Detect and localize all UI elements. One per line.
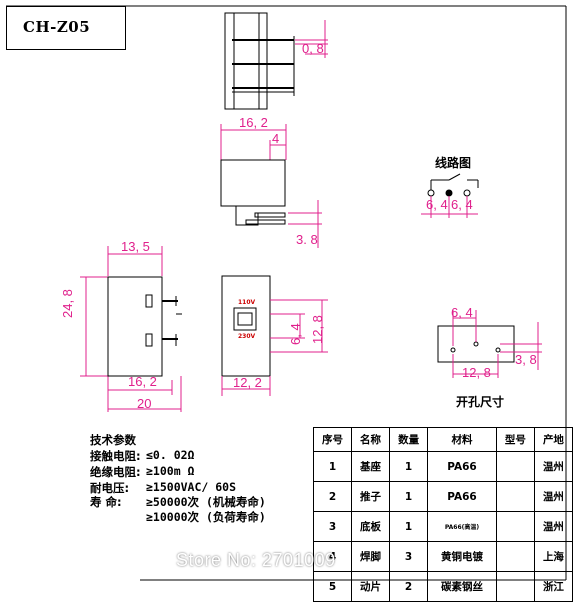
bom-cell: 1: [312, 451, 353, 482]
technical-drawing: [6, 5, 567, 581]
dim-left-width-top: 13, 5: [121, 239, 150, 254]
dim-left-width-bottom: 16, 2: [128, 374, 157, 389]
spec-insulation-value: ≥100m Ω: [146, 464, 195, 478]
spec-life-value-1: ≥50000次 (机械寿命): [146, 495, 266, 509]
dim-front-width: 12, 2: [233, 375, 262, 390]
store-watermark: Store No: 2701009: [176, 550, 336, 570]
bom-header-origin: 产地: [533, 427, 574, 452]
table-row: 3 底板 1 PA66(高温) 温州: [312, 511, 574, 542]
spec-contact-value: ≤0. 02Ω: [146, 448, 195, 462]
bom-cell: 温州: [533, 481, 574, 512]
bom-cell: 基座: [351, 451, 391, 482]
bom-cell: 1: [389, 451, 429, 482]
bom-cell: 底板: [351, 511, 391, 542]
bom-cell: 温州: [533, 511, 574, 542]
bom-cell: PA66(高温): [427, 511, 497, 542]
bom-cell: PA66: [427, 481, 497, 512]
bom-cell: 5: [312, 571, 353, 602]
bom-cell: 2: [389, 571, 429, 602]
bom-cell: 温州: [533, 451, 574, 482]
voltage-230v-label: 230V: [238, 333, 256, 340]
bom-cell: [495, 541, 535, 572]
bom-header-row: 序号 名称 数量 材料 型号 产地: [312, 427, 574, 452]
spec-voltage-label: 耐电压:: [90, 481, 130, 495]
table-row: 5 动片 2 碳素钢丝 浙江: [312, 571, 574, 602]
table-row: 2 推子 1 PA66 温州: [312, 481, 574, 512]
dim-front-height: 12, 8: [310, 315, 325, 344]
dim-side-pin: 3. 8: [296, 232, 318, 247]
dim-front-inner: 6, 4: [288, 323, 303, 345]
dim-left-total: 20: [137, 396, 152, 411]
bom-cell: 黄铜电镀: [427, 541, 497, 572]
bom-header-name: 名称: [351, 427, 391, 452]
dim-hole-top: 6, 4: [451, 305, 473, 320]
bom-header-material: 材料: [427, 427, 497, 452]
spec-life-value-2: ≥10000次 (负荷寿命): [146, 510, 266, 524]
bom-cell: [495, 571, 535, 602]
dim-hole-width: 12, 8: [462, 365, 491, 380]
bom-cell: 1: [389, 511, 429, 542]
circuit-diagram-label: 线路图: [435, 156, 472, 170]
bom-cell: 2: [312, 481, 353, 512]
bom-cell: 3: [389, 541, 429, 572]
bom-cell: [495, 481, 535, 512]
voltage-110v-label: 110V: [238, 299, 256, 306]
dim-side-inner: 4: [272, 131, 280, 146]
spec-voltage-value: ≥1500VAC/ 60S: [146, 480, 237, 494]
bom-cell: 4: [312, 541, 353, 572]
bom-cell: 焊脚: [351, 541, 391, 572]
dim-circuit-left: 6, 4: [426, 197, 448, 212]
spec-life-label: 寿 命:: [90, 495, 122, 509]
dim-top-pin-pitch: 0, 8: [302, 41, 324, 56]
dim-side-width: 16, 2: [239, 115, 268, 130]
dim-hole-side: 3, 8: [515, 352, 537, 367]
spec-contact-label: 接触电阻:: [90, 449, 141, 463]
bom-cell: 上海: [533, 541, 574, 572]
bom-cell: [495, 451, 535, 482]
dim-circuit-right: 6, 4: [451, 197, 473, 212]
title-block: CH-Z05: [6, 6, 126, 50]
bom-header-index: 序号: [312, 427, 353, 452]
model-title: CH-Z05: [23, 18, 91, 36]
bom-header-model: 型号: [495, 427, 535, 452]
bom-cell: PA66: [427, 451, 497, 482]
dim-left-height: 24, 8: [60, 289, 75, 318]
bom-cell: 浙江: [533, 571, 574, 602]
bom-cell: 1: [389, 481, 429, 512]
table-row: 1 基座 1 PA66 温州: [312, 451, 574, 482]
bom-table: 序号 名称 数量 材料 型号 产地 1 基座 1 PA66 温州 2 推子 1 …: [312, 427, 574, 602]
spec-insulation-label: 绝缘电阻:: [90, 465, 141, 479]
bom-cell: 动片: [351, 571, 391, 602]
bom-cell: 推子: [351, 481, 391, 512]
hole-size-label: 开孔尺寸: [456, 395, 505, 409]
bom-cell: [495, 511, 535, 542]
table-row: 4 焊脚 3 黄铜电镀 上海: [312, 541, 574, 572]
bom-cell: 碳素钢丝: [427, 571, 497, 602]
specs-heading: 技术参数: [90, 433, 136, 447]
bom-cell: 3: [312, 511, 353, 542]
bom-header-qty: 数量: [389, 427, 429, 452]
